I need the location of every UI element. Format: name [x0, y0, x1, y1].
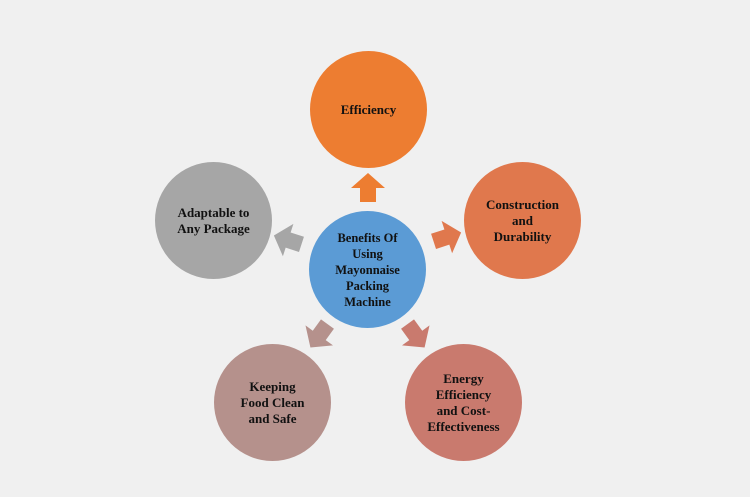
energy-label: Energy Efficiency and Cost- Effectivenes…: [427, 370, 500, 434]
adaptable-node: Adaptable to Any Package: [155, 162, 272, 279]
center-label: Benefits Of Using Mayonnaise Packing Mac…: [335, 230, 400, 309]
adaptable-label: Adaptable to Any Package: [177, 204, 250, 236]
arrow-to-efficiency: [351, 173, 385, 202]
arrow-to-construction: [431, 220, 462, 254]
energy-node: Energy Efficiency and Cost- Effectivenes…: [405, 344, 522, 461]
arrow-to-keeping: [305, 319, 334, 348]
keeping-label: Keeping Food Clean and Safe: [240, 378, 305, 426]
center-node: Benefits Of Using Mayonnaise Packing Mac…: [309, 211, 426, 328]
construction-node: Construction and Durability: [464, 162, 581, 279]
efficiency-node: Efficiency: [310, 51, 427, 168]
arrow-to-energy: [401, 319, 430, 348]
efficiency-label: Efficiency: [340, 101, 397, 117]
keeping-node: Keeping Food Clean and Safe: [214, 344, 331, 461]
construction-label: Construction and Durability: [486, 196, 559, 244]
arrow-to-adaptable: [273, 223, 304, 257]
